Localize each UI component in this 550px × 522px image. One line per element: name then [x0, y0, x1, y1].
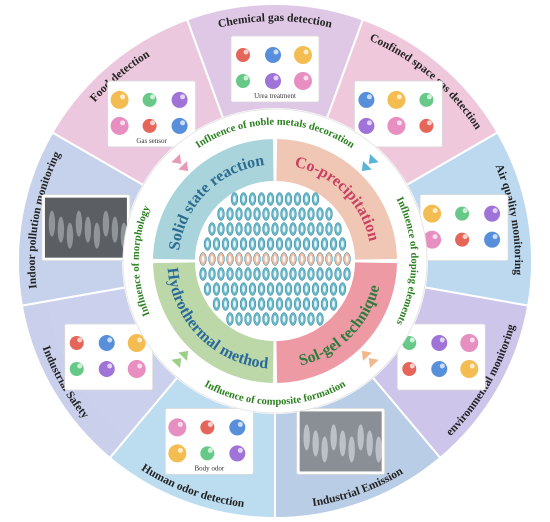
inner-quadrant [153, 262, 274, 383]
crystal-lattice-illustration [419, 194, 509, 262]
inner-quadrant [276, 262, 397, 383]
body-odor-illustration: Body odor [164, 408, 254, 475]
sem-micrograph [41, 194, 131, 262]
inner-quadrants [153, 139, 397, 383]
image-caption: Body odor [194, 464, 224, 472]
core-shell-particle-illustration: Urea treatment [230, 35, 320, 103]
nanostructure-array-icon [199, 192, 351, 326]
arrow-icon [361, 350, 379, 369]
inner-quadrant [276, 139, 397, 260]
outer-sector-label-band [189, 4, 361, 43]
direction-arrows [171, 153, 379, 369]
arrow-icon [171, 153, 189, 172]
image-caption: Gas sensor [136, 137, 167, 145]
outer-sector-label-band [277, 440, 438, 517]
outer-sector-label-band [112, 440, 273, 517]
nanocube-illustration [396, 323, 486, 391]
image-caption: Urea treatment [254, 92, 296, 100]
robot-vehicle-illustration [64, 323, 154, 391]
molecular-cluster-illustration [354, 80, 443, 148]
food-sensing-illustration: Gas sensor [107, 80, 196, 148]
nanorod-micrograph [296, 408, 386, 475]
inner-quadrant [153, 139, 274, 260]
arrow-icon [171, 350, 189, 369]
arrow-icon [361, 153, 379, 172]
